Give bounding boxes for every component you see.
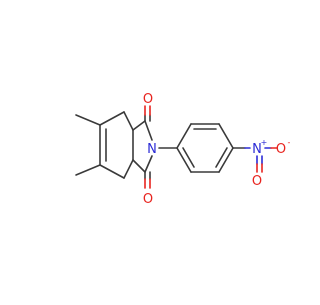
bond-n-c3o xyxy=(144,155,153,173)
benzene-bond-6 xyxy=(176,147,192,173)
atom-label-o-bottom: O xyxy=(143,192,153,207)
atom-label-nitro-o-right: O xyxy=(276,142,286,157)
benzene-ring xyxy=(176,123,234,173)
methyl-groups xyxy=(75,114,101,176)
atom-label-nitro-n: N xyxy=(252,142,262,157)
bond-c7-c1 xyxy=(99,111,125,126)
structure-diagram: N O O N + O - O xyxy=(75,92,291,207)
imide-ring xyxy=(132,120,153,173)
atom-label-o-top: O xyxy=(143,92,153,107)
bond-c7a-c7 xyxy=(123,111,134,131)
benzene-bond-3 xyxy=(218,123,234,149)
benzene-bond-1 xyxy=(176,123,192,149)
carbonyl-top xyxy=(144,105,151,122)
bond-c1o-n xyxy=(144,120,153,141)
atom-label-nitro-o-bottom: O xyxy=(252,174,262,189)
benzene-double-3 xyxy=(182,147,195,168)
molecule-canvas: N O O N + O - O xyxy=(75,92,291,207)
bond-c3-c3a xyxy=(123,159,134,179)
cyclohexene-ring xyxy=(99,111,134,179)
methyl-bottom-bond xyxy=(75,164,101,176)
nitro-group xyxy=(232,147,278,173)
bond-c3o-c3a xyxy=(132,159,146,173)
atom-label-nitro-n-charge: + xyxy=(261,138,268,147)
atom-label-imide-n: N xyxy=(147,142,157,157)
methyl-top-bond xyxy=(75,114,101,126)
bond-c2-c3 xyxy=(99,164,125,179)
atom-label-nitro-o-right-charge: - xyxy=(288,138,291,147)
benzene-double-2 xyxy=(215,147,228,168)
bond-c7a-c1o xyxy=(132,120,146,131)
benzene-bond-4 xyxy=(218,147,234,173)
carbonyl-bottom xyxy=(144,171,151,189)
